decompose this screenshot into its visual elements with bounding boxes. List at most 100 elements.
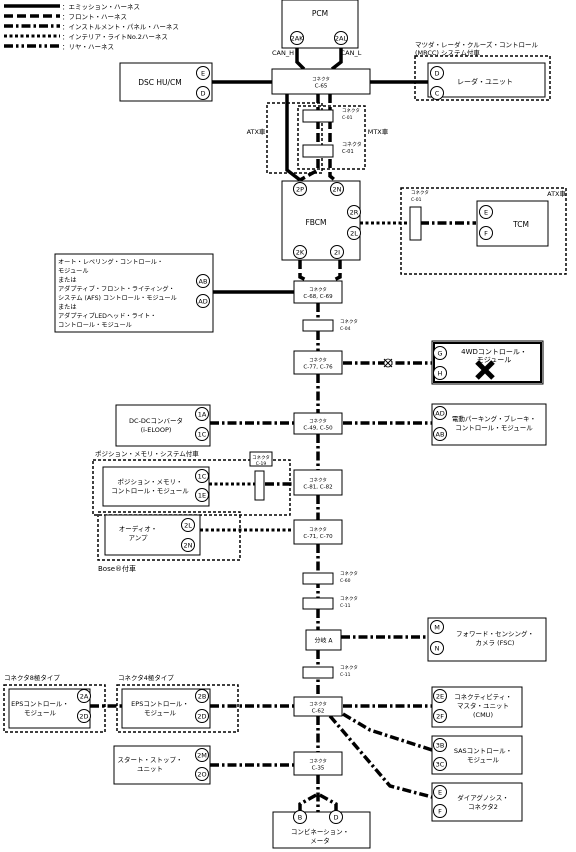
pin-label: 2B: [198, 693, 207, 701]
pin-label: 2R: [350, 209, 359, 217]
group-mrcc: [414, 55, 551, 101]
eps8-label: EPSコントロール・: [11, 700, 69, 708]
pin-label: 2P: [296, 186, 304, 194]
afs-pin: [196, 274, 210, 288]
eps8-module: [8, 688, 91, 729]
atx-tcm-label: ATX車: [547, 189, 566, 198]
connector-c65: [271, 68, 371, 95]
connector-c35: [293, 751, 343, 776]
pin-label: E: [484, 209, 488, 217]
afs-label: または: [58, 277, 77, 284]
dsc-pin: [196, 86, 210, 100]
pin-label: 1A: [198, 411, 207, 419]
dcdc-label: DC-DCコンバータ: [129, 416, 183, 425]
tcm-label: TCM: [512, 220, 529, 229]
connector-label: コネクタ: [309, 357, 327, 364]
pin-label: F: [484, 230, 488, 238]
harness-line: [328, 94, 338, 183]
mtx-label: MTX車: [368, 127, 389, 136]
connector-label: コネクタ: [309, 477, 327, 484]
eps8-group-label: コネクタ8極タイプ: [4, 673, 60, 682]
meter-label: メータ: [310, 836, 330, 845]
legend-label: ：エミッション・ハーネス: [62, 3, 140, 11]
harness-line: [285, 94, 302, 182]
group-atx: [266, 102, 323, 174]
dsc-module: [119, 62, 213, 102]
pin-label: D: [200, 90, 205, 98]
memory-label: コントロール・モジュール: [111, 487, 189, 495]
fbcm-label: FBCM: [305, 218, 326, 227]
pin-label: 2K: [296, 249, 305, 257]
dsc-label: DSC HU/CM: [138, 78, 182, 87]
fourwd-pin: [433, 346, 447, 360]
harness-line: [328, 714, 433, 799]
c01b-label: コネクタ: [342, 141, 362, 148]
pin-label: N: [435, 645, 440, 653]
meter-module: [272, 811, 371, 849]
mrcc-group-label: (MRCC) システム付車: [415, 48, 480, 57]
afs-label: システム (AFS) コントロール・モジュール: [58, 295, 177, 302]
connector-c77: [293, 350, 343, 375]
startstop-label: スタート・ストップ・: [118, 755, 183, 764]
legend-label: ：インテリア・ライトNo.2ハーネス: [62, 33, 168, 41]
connector-label: C-65: [315, 84, 328, 90]
c11b-label: コネクタ: [340, 664, 358, 671]
fbcm-pin: [347, 226, 361, 240]
afs-label: モジュール: [58, 268, 89, 275]
connector-label: コネクタ: [312, 76, 330, 83]
connector-label: コネクタ: [309, 526, 327, 533]
c01b-label: C-01: [342, 149, 354, 155]
connector-c62: [293, 696, 343, 717]
c04-label: C-04: [340, 326, 351, 332]
afs-label: アダプティブ・フロント・ライティング・: [58, 285, 175, 293]
connector-label: C-71, C-70: [303, 534, 333, 540]
afs-module: [54, 253, 214, 333]
tcm-pin: [479, 226, 493, 240]
audio-label: オーディオ・: [119, 524, 158, 533]
diag-pin: [433, 804, 447, 818]
connector-c60-clip: [302, 572, 334, 585]
pin-label: 2A: [80, 693, 89, 701]
fsc-label: フォワード・センシング・: [456, 629, 534, 638]
fourwd-module-border: [433, 342, 542, 383]
pin-label: AB: [436, 431, 445, 439]
pin-label: 2AK: [291, 35, 305, 43]
diag-label: コネクタ2: [468, 802, 498, 811]
connector-label: C-62: [312, 709, 325, 715]
audio-pin: [181, 538, 195, 552]
pin-label: 2O: [197, 771, 206, 779]
dcdc-label: (i-ELOOP): [141, 426, 172, 434]
fsc-pin: [430, 620, 444, 634]
eps8-pin: [77, 689, 91, 703]
diag-label: ダイアグノシス・: [457, 793, 509, 802]
pin-label: D: [434, 70, 439, 78]
radar-pin: [430, 66, 444, 80]
pin-label: 2I: [334, 249, 340, 257]
harness-line: [342, 712, 433, 752]
pin-label: 2M: [197, 752, 207, 760]
epb-pin: [433, 427, 447, 441]
cmu-pin: [433, 709, 447, 723]
audio-label: アンプ: [128, 534, 148, 542]
pin-label: F: [438, 808, 442, 816]
meter-pin: [329, 810, 343, 824]
connector-c04-clip: [302, 319, 334, 332]
pin-label: E: [201, 70, 205, 78]
fourwd-label: モジュール: [477, 356, 512, 364]
c60-label: コネクタ: [340, 570, 358, 577]
connector-c01a-clip: [302, 109, 334, 123]
eps4-pin: [195, 709, 209, 723]
sas-module: [431, 735, 523, 775]
meter-pin: [293, 810, 307, 824]
fbcm-pin: [347, 205, 361, 219]
group-bose: [97, 511, 241, 561]
cmu-label: マスタ・ユニット: [457, 701, 509, 710]
pin-label: 2D: [79, 713, 88, 721]
sas-label: SASコントロール・: [454, 747, 512, 755]
epb-pin: [433, 406, 447, 420]
pin-label: 2AL: [335, 35, 348, 43]
eps4-label: モジュール: [144, 709, 177, 717]
connector-label: C-35: [312, 766, 325, 772]
pin-label: 3B: [436, 742, 445, 750]
c19-label: C-19: [256, 461, 267, 467]
